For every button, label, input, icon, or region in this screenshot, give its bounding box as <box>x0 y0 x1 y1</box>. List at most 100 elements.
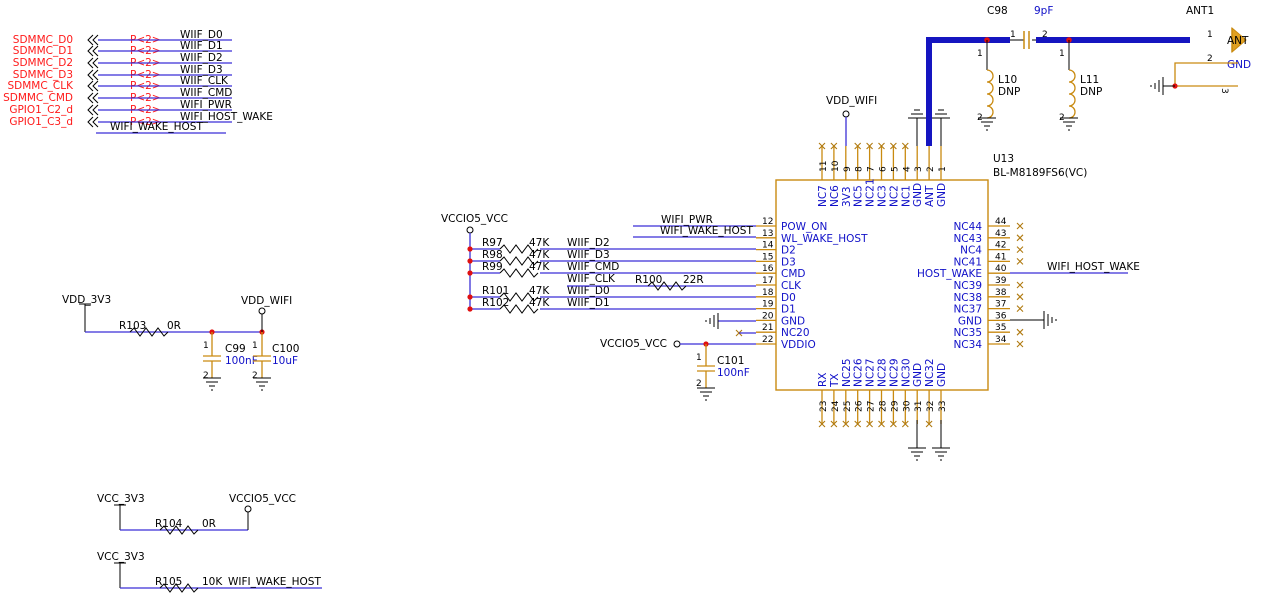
u13-part: BL-M8189FS6(VC) <box>993 167 1087 179</box>
pin-number: 26 <box>855 400 865 412</box>
r100-ref: R100 <box>635 274 662 286</box>
pin-number: 10 <box>831 160 841 172</box>
vccio-label-bot: VCCIO5_VCC <box>229 493 296 505</box>
pin-name: NC3 <box>877 185 889 207</box>
pin-number: 19 <box>762 300 774 310</box>
port-net: WIIF_D2 <box>180 52 223 64</box>
pin-name: NC35 <box>953 327 982 339</box>
ground-icon <box>1060 117 1078 131</box>
rf-trace <box>926 37 1010 146</box>
port-name: GPIO1_C2_d <box>9 104 73 116</box>
port-name: SDMMC_D2 <box>13 57 73 69</box>
pin-name: NC29 <box>888 358 900 387</box>
svg-text:1: 1 <box>203 341 209 351</box>
l10-ref: L10 <box>998 74 1017 86</box>
pullup-net: WIIF_CMD <box>567 261 619 273</box>
port-net: WIFI_PWR <box>180 99 232 111</box>
ground-icon <box>697 387 715 401</box>
svg-text:3: 3 <box>1219 88 1229 94</box>
pin-number: 2 <box>926 166 936 172</box>
ground-icon-right <box>1043 311 1057 329</box>
svg-text:1: 1 <box>1207 30 1213 40</box>
r105-net: WIFI_WAKE_HOST <box>228 576 321 588</box>
pin-number: 4 <box>902 166 912 172</box>
vcc-3v3-label-b: VCC_3V3 <box>97 551 145 563</box>
wifi-host-wake-net: WIFI_HOST_WAKE <box>1047 261 1140 273</box>
r103-ref: R103 <box>119 320 146 332</box>
pullup-ref: R102 <box>482 297 509 309</box>
pin-number: 44 <box>995 217 1007 227</box>
pullup-net: WIIF_D0 <box>567 285 610 297</box>
pin-number: 24 <box>831 400 841 412</box>
pin-name: 3V3 <box>841 186 853 207</box>
pin-name: D0 <box>781 292 796 304</box>
pin-name: POW_ON <box>781 221 827 233</box>
pin-name: NC25 <box>841 358 853 387</box>
c100-ref: C100 <box>272 343 299 355</box>
l11-ref: L11 <box>1080 74 1099 86</box>
wifi-pwr-net: WIFI_PWR <box>661 214 713 226</box>
pin-number: 38 <box>995 288 1007 298</box>
pin-name: NC27 <box>865 358 877 387</box>
pin-name: NC32 <box>924 358 936 387</box>
vcc-3v3-label-a: VCC_3V3 <box>97 493 145 505</box>
l11-value: DNP <box>1080 86 1102 98</box>
pin-name: NC2 <box>888 185 900 207</box>
pin-number: 39 <box>995 276 1007 286</box>
r104-resistor <box>159 525 199 535</box>
pin-name: NC39 <box>953 280 982 292</box>
pin-name: GND <box>781 315 805 327</box>
pin-number: 22 <box>762 335 773 345</box>
pin-number: 11 <box>819 161 829 172</box>
ant-pin-label: ANT <box>1227 35 1249 47</box>
vdd-wifi-label-a: VDD_WIFI <box>241 295 292 307</box>
c101-ref: C101 <box>717 355 744 367</box>
pullup-value: 47K <box>529 237 550 249</box>
pin-number: 7 <box>867 166 877 172</box>
c98-ref: C98 <box>987 5 1008 17</box>
pin-number: 12 <box>762 217 773 227</box>
l11-inductor <box>1068 69 1076 119</box>
pullup-net: WIIF_D2 <box>567 237 610 249</box>
pin-number: 1 <box>938 166 948 172</box>
r104-ref: R104 <box>155 518 183 530</box>
pullup-value: 47K <box>529 261 550 273</box>
pullup-net: WIIF_D3 <box>567 249 610 261</box>
r104-value: 0R <box>202 518 216 530</box>
vccio-label-mid: VCCIO5_VCC <box>600 338 667 350</box>
clk-net-label: WIIF_CLK <box>567 273 616 285</box>
pullup-value: 47K <box>529 297 550 309</box>
pin-name: NC4 <box>960 245 982 257</box>
ground-icon <box>978 117 996 131</box>
port-net: WIFI_HOST_WAKE <box>180 111 273 123</box>
pin-name: GND <box>958 315 982 327</box>
pin-name: D3 <box>781 256 796 268</box>
svg-text:2: 2 <box>252 371 258 381</box>
pin-number: 20 <box>762 311 774 321</box>
pin-name: GND <box>912 363 924 387</box>
ground-icon <box>932 447 950 461</box>
r103-value: 0R <box>167 320 181 332</box>
right-connections: WIFI_HOST_WAKE <box>1010 261 1140 329</box>
pin-name: CLK <box>781 280 802 292</box>
pin-name: CMD <box>781 268 805 280</box>
svg-text:1: 1 <box>1059 49 1065 59</box>
pin-number: 31 <box>914 401 924 412</box>
port-net: WIFI_WAKE_HOST <box>110 121 203 133</box>
pin-number: 14 <box>762 241 774 251</box>
pin-name: NC26 <box>853 358 865 387</box>
svg-text:1: 1 <box>977 49 983 59</box>
pin-number: 32 <box>926 401 936 412</box>
c99-ref: C99 <box>225 343 246 355</box>
svg-text:2: 2 <box>1042 30 1048 40</box>
pin-name: NC6 <box>829 185 841 207</box>
